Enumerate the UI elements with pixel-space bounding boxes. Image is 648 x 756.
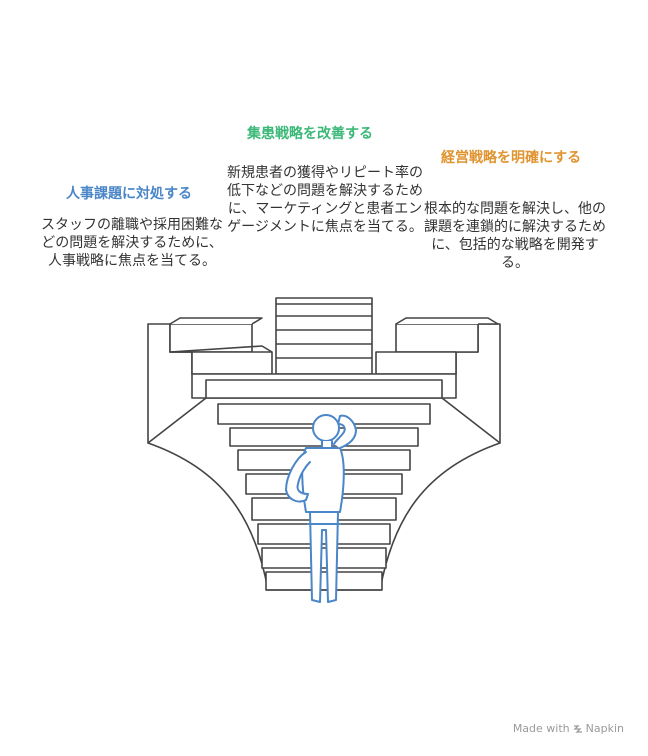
right-title: 経営戦略を明確にする bbox=[441, 150, 582, 166]
center-title: 集患戦略を改善する bbox=[247, 126, 373, 142]
stair-9 bbox=[261, 547, 387, 569]
center-tower bbox=[275, 297, 373, 375]
watermark: Made with Napkin bbox=[513, 722, 624, 735]
watermark-brand: Napkin bbox=[585, 722, 624, 735]
right-top-step bbox=[395, 323, 479, 353]
center-description: 新規患者の獲得やリピート率の低下などの問題を解決するために、マーケティングと患者… bbox=[227, 165, 423, 235]
left-description: スタッフの離職や採用困難などの問題を解決するために、人事戦略に焦点を当てる。 bbox=[41, 217, 223, 269]
napkin-logo-icon bbox=[573, 724, 582, 733]
person-head bbox=[312, 414, 340, 442]
stair-2 bbox=[205, 379, 443, 399]
watermark-made-with: Made with bbox=[512, 722, 570, 735]
stair-10 bbox=[265, 571, 383, 591]
right-description: 根本的な問題を解決し、他の課題を連鎖的に解決するために、包括的な戦略を開発する。 bbox=[424, 201, 606, 271]
person-figure bbox=[285, 414, 357, 603]
left-title: 人事課題に対処する bbox=[66, 186, 192, 202]
